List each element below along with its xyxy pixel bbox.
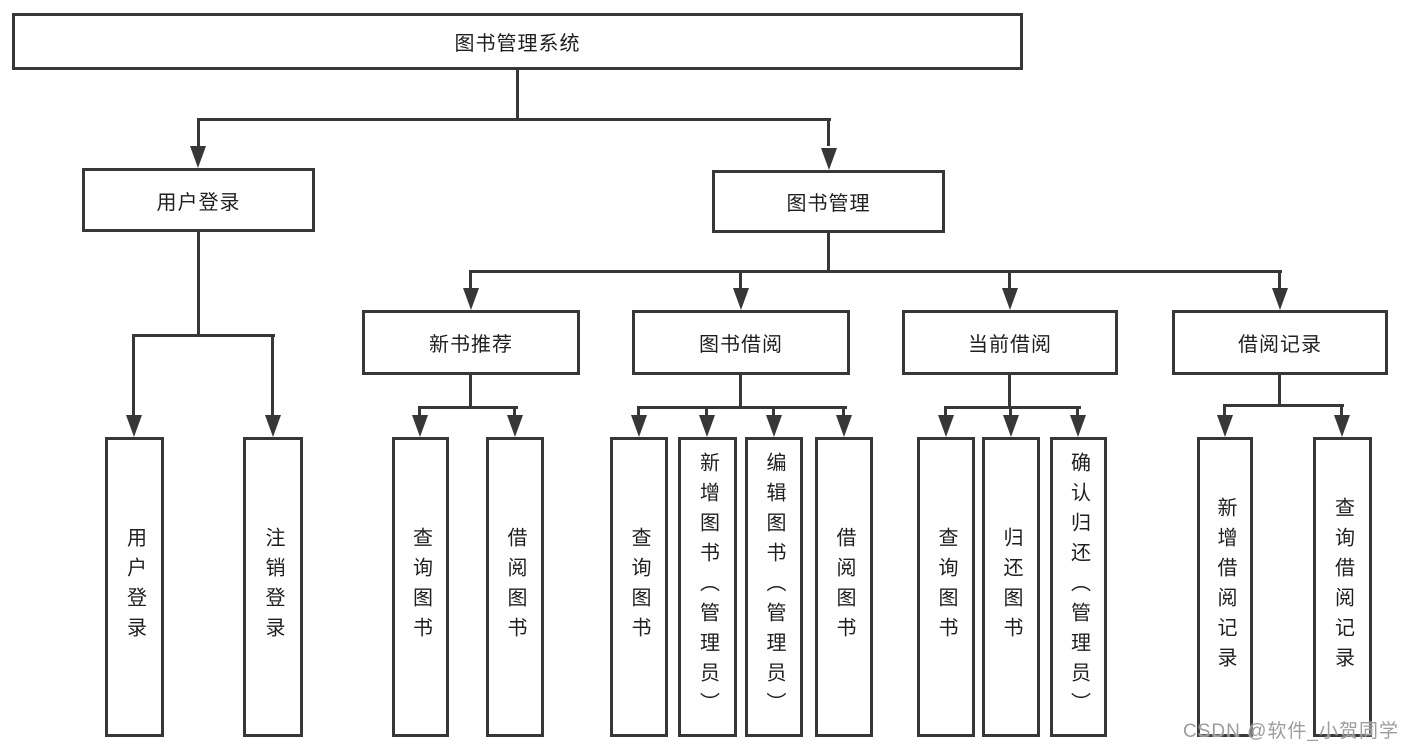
leaf-label: 查询图书 xyxy=(409,527,432,647)
node-current-borrow: 当前借阅 xyxy=(902,310,1118,375)
watermark: CSDN @软件_小贺同学 xyxy=(1183,721,1399,742)
leaf-logout: 注销登录 xyxy=(243,437,303,737)
connector-drop xyxy=(1278,270,1281,288)
connector-drop xyxy=(132,334,135,415)
connector-rail xyxy=(132,334,275,337)
arrow-down-icon xyxy=(507,415,523,437)
leaf-label: 新增借阅记录 xyxy=(1214,497,1236,677)
node-label: 新书推荐 xyxy=(429,334,513,356)
node-borrow-record: 借阅记录 xyxy=(1172,310,1388,375)
arrow-down-icon xyxy=(412,415,428,437)
leaf-label: 新增图书（管理员） xyxy=(696,452,719,722)
leaf-label: 借阅图书 xyxy=(833,527,855,647)
arrow-down-icon xyxy=(766,415,782,437)
connector-drop xyxy=(637,406,640,415)
arrow-down-icon xyxy=(126,415,142,437)
leaf-label: 查询借阅记录 xyxy=(1331,497,1354,677)
node-label: 借阅记录 xyxy=(1238,334,1322,356)
arrow-down-icon xyxy=(631,415,647,437)
connector-stem xyxy=(1008,375,1011,409)
connector-rail xyxy=(197,118,831,121)
leaf-label: 编辑图书（管理员） xyxy=(763,452,785,722)
arrow-down-icon xyxy=(1002,288,1018,310)
node-root: 图书管理系统 xyxy=(12,13,1023,70)
arrow-down-icon xyxy=(733,288,749,310)
leaf-return-books: 归还图书 xyxy=(982,437,1040,737)
connector-stem xyxy=(827,233,830,273)
arrow-down-icon xyxy=(836,415,852,437)
node-label: 用户登录 xyxy=(156,191,241,214)
arrow-down-icon xyxy=(1217,415,1233,437)
connector-rail xyxy=(1223,404,1344,407)
connector-drop xyxy=(197,118,200,146)
connector-drop xyxy=(772,406,775,415)
node-label: 当前借阅 xyxy=(968,334,1052,356)
connector-drop xyxy=(1076,406,1079,415)
arrow-down-icon xyxy=(938,415,954,437)
node-label: 图书管理 xyxy=(786,193,871,215)
leaf-label: 查询图书 xyxy=(628,527,650,647)
connector-drop xyxy=(1008,270,1011,288)
arrow-down-icon xyxy=(821,148,837,170)
node-label: 图书借阅 xyxy=(699,334,783,356)
leaf-add-borrow-record: 新增借阅记录 xyxy=(1197,437,1253,737)
leaf-label: 归还图书 xyxy=(1000,527,1022,647)
arrow-down-icon xyxy=(1070,415,1086,437)
leaf-query-books: 查询图书 xyxy=(917,437,975,737)
arrow-down-icon xyxy=(1003,415,1019,437)
leaf-user-login: 用户登录 xyxy=(105,437,164,737)
connector-drop xyxy=(418,406,421,415)
leaf-label: 注销登录 xyxy=(262,527,284,647)
leaf-query-books: 查询图书 xyxy=(392,437,449,737)
connector-drop xyxy=(469,270,472,288)
connector-drop xyxy=(827,118,830,146)
connector-stem xyxy=(739,375,742,409)
connector-stem xyxy=(469,375,472,409)
connector-rail xyxy=(418,406,518,409)
leaf-edit-books-admin: 编辑图书（管理员） xyxy=(745,437,803,737)
connector-drop xyxy=(1009,406,1012,415)
connector-rail xyxy=(944,406,1081,409)
node-book-borrow: 图书借阅 xyxy=(632,310,850,375)
leaf-confirm-return-admin: 确认归还（管理员） xyxy=(1050,437,1107,737)
node-user-login: 用户登录 xyxy=(82,168,315,232)
arrow-down-icon xyxy=(1334,415,1350,437)
connector-drop xyxy=(705,406,708,415)
connector-drop xyxy=(1223,404,1226,415)
connector-drop xyxy=(1340,404,1343,415)
connector-rail xyxy=(469,270,1282,273)
node-book-management: 图书管理 xyxy=(712,170,945,233)
leaf-borrow-books: 借阅图书 xyxy=(815,437,873,737)
leaf-label: 查询图书 xyxy=(935,527,957,647)
leaf-label: 确认归还（管理员） xyxy=(1067,452,1090,722)
connector-stem xyxy=(1278,375,1281,407)
connector-drop xyxy=(271,334,274,415)
arrow-down-icon xyxy=(265,415,281,437)
arrow-down-icon xyxy=(190,146,206,168)
leaf-label: 用户登录 xyxy=(123,527,146,647)
connector-rail xyxy=(637,406,847,409)
arrow-down-icon xyxy=(699,415,715,437)
connector-stem xyxy=(516,70,519,120)
leaf-borrow-books: 借阅图书 xyxy=(486,437,544,737)
leaf-query-books: 查询图书 xyxy=(610,437,668,737)
leaf-add-books-admin: 新增图书（管理员） xyxy=(678,437,737,737)
node-root-label: 图书管理系统 xyxy=(454,33,581,55)
node-new-book-recommend: 新书推荐 xyxy=(362,310,580,375)
connector-stem xyxy=(197,232,200,337)
arrow-down-icon xyxy=(1272,288,1288,310)
connector-drop xyxy=(944,406,947,415)
connector-drop xyxy=(842,406,845,415)
leaf-label: 借阅图书 xyxy=(504,527,526,647)
connector-drop xyxy=(739,270,742,288)
leaf-query-borrow-record: 查询借阅记录 xyxy=(1313,437,1372,737)
arrow-down-icon xyxy=(463,288,479,310)
connector-drop xyxy=(513,406,516,415)
